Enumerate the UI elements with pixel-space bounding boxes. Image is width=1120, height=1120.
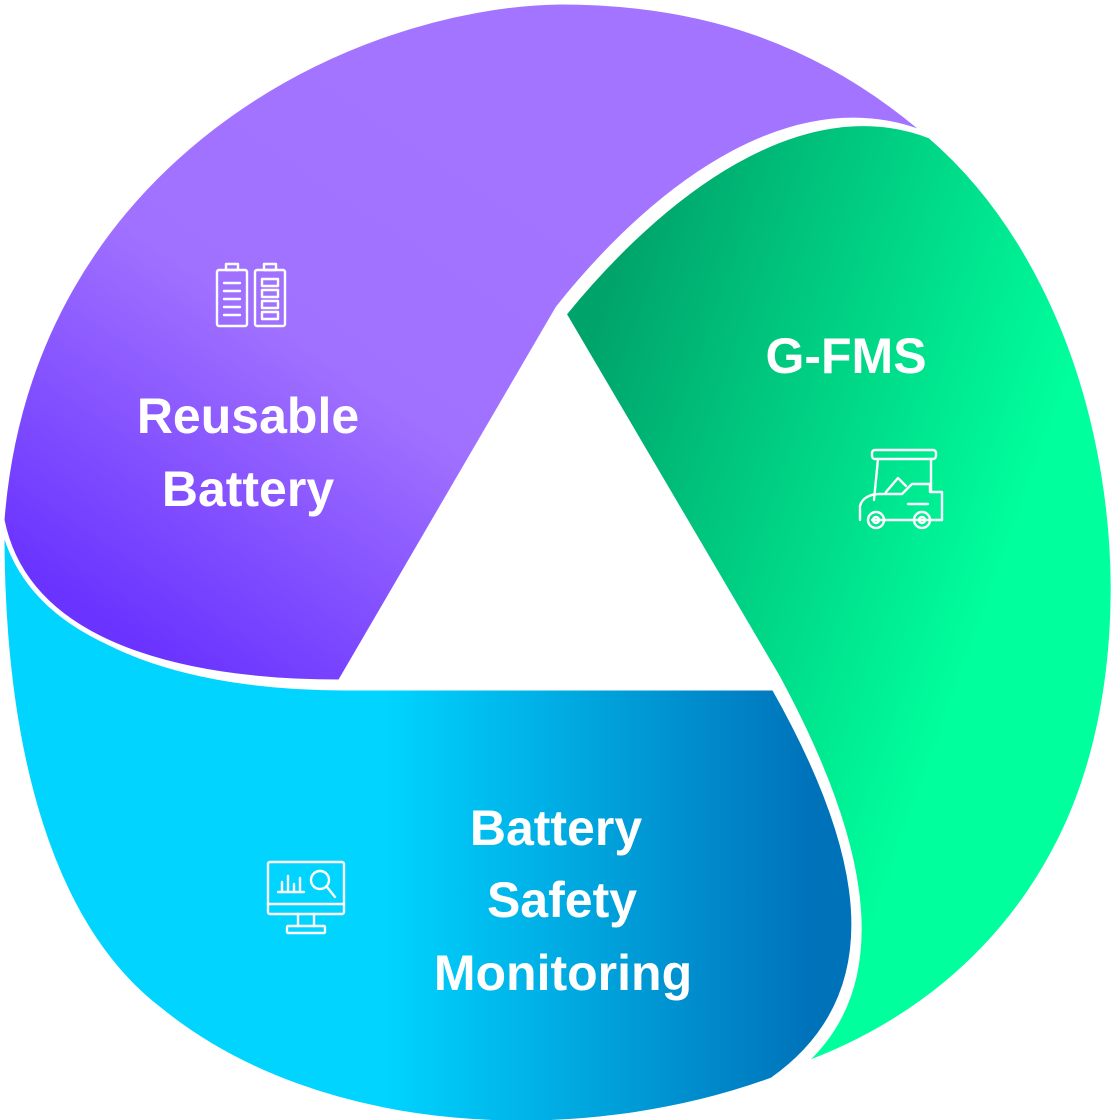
golf-cart-icon (858, 448, 944, 530)
label-battery-safety-monitoring-line-1: Battery (470, 800, 642, 856)
label-battery-safety-monitoring-line-2: Safety (487, 872, 637, 928)
segment-g-fms (560, 121, 1116, 1069)
segment-reusable-battery (0, 0, 932, 685)
label-reusable-battery-line-2: Battery (162, 461, 334, 517)
label-reusable-battery-line-1: Reusable (137, 388, 359, 444)
battery-cells-icon (215, 262, 287, 328)
segment-battery-safety-monitoring (0, 519, 857, 1120)
label-battery-safety-monitoring-line-3: Monitoring (434, 945, 692, 1001)
monitor-analytics-icon (266, 860, 346, 935)
label-g-fms: G-FMS (765, 328, 926, 384)
